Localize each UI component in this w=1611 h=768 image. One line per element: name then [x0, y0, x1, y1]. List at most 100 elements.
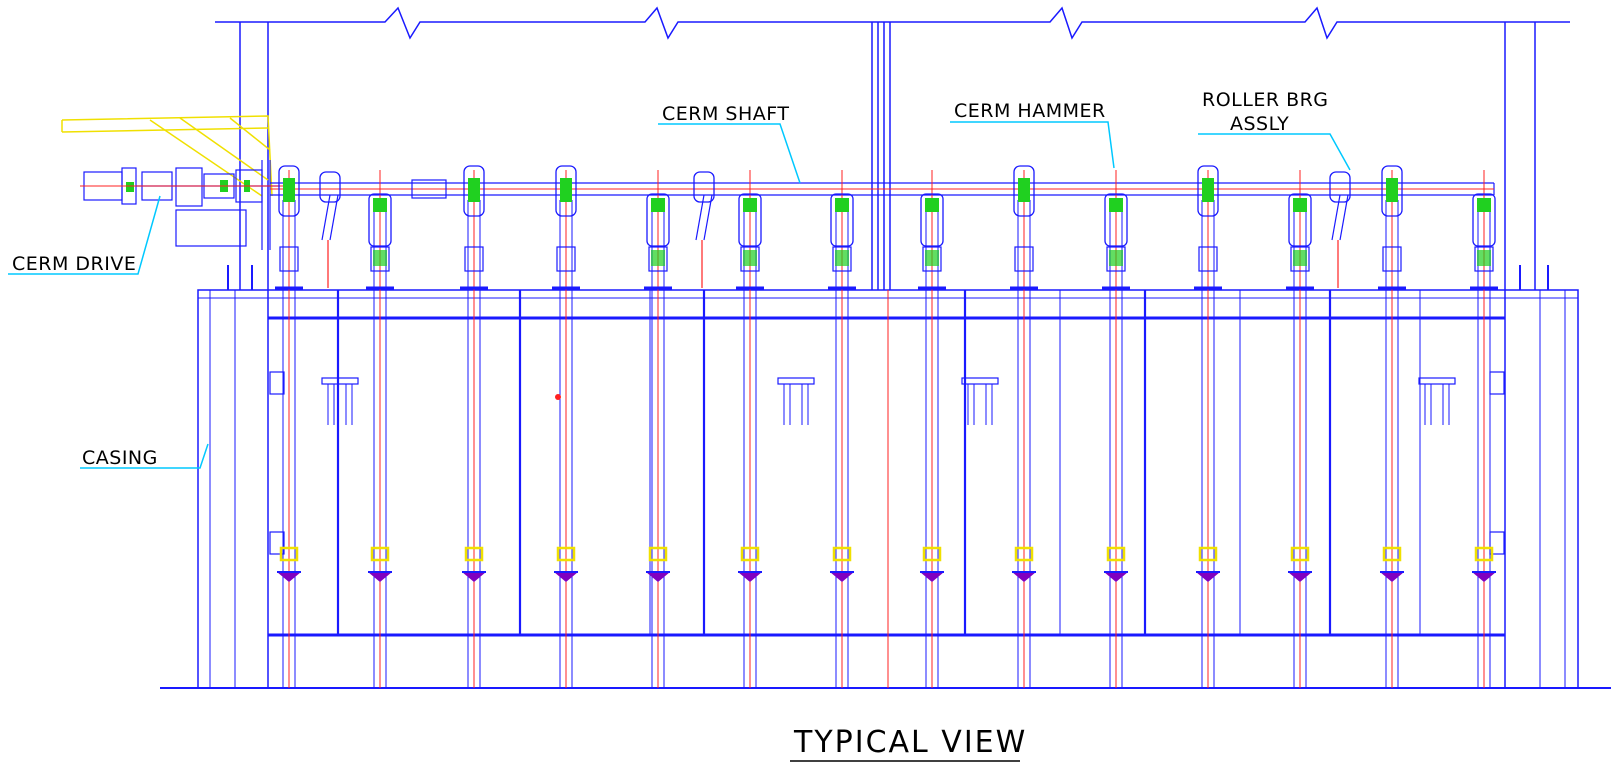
- label-cerm-drive: CERM DRIVE: [12, 253, 136, 275]
- roller-bearing-housing: [693, 171, 715, 203]
- rod-lower-support: [556, 546, 576, 562]
- rod-tip: [462, 572, 486, 582]
- rod-tip: [1196, 572, 1220, 582]
- casing-partitions: [336, 290, 1421, 635]
- label-roller-brg-line2: ASSLY: [1230, 113, 1289, 135]
- hammer-bearing: [1293, 198, 1307, 212]
- hammer-body: [1288, 193, 1312, 247]
- hammer-bearing-lower: [373, 250, 387, 266]
- rod-clamp: [832, 246, 852, 272]
- bearing-arm: [1339, 194, 1349, 241]
- label-cerm-hammer: CERM HAMMER: [954, 100, 1106, 122]
- rod-lower-support: [832, 546, 852, 562]
- rod-lower-support: [464, 546, 484, 562]
- roller-bearing-housing: [319, 171, 341, 203]
- hammer-bearing: [283, 178, 295, 202]
- hammer-bearing-lower: [743, 250, 757, 266]
- hammer-bearing: [468, 178, 480, 202]
- rod-clamp: [1382, 246, 1402, 272]
- hammer-body: [920, 193, 944, 247]
- hammer-bearing: [1018, 178, 1030, 202]
- top-break-line: [215, 6, 1570, 40]
- rod-tip: [554, 572, 578, 582]
- rod-clamp: [922, 246, 942, 272]
- hammer-body: [1104, 193, 1128, 247]
- rod-tip: [738, 572, 762, 582]
- rod-clamp: [1290, 246, 1310, 272]
- hammer-bearing: [835, 198, 849, 212]
- rod-clamp: [648, 246, 668, 272]
- rod-tip: [920, 572, 944, 582]
- bearing-arm: [703, 194, 713, 241]
- rod-tip: [368, 572, 392, 582]
- hammer-body: [1013, 165, 1035, 217]
- rod-lower-support: [922, 546, 942, 562]
- hammer-bearing: [1109, 198, 1123, 212]
- hammer-body: [1381, 165, 1403, 217]
- rod-clamp: [1474, 246, 1494, 272]
- rod-lower-support: [740, 546, 760, 562]
- hammer-body: [738, 193, 762, 247]
- rod-tip: [277, 572, 301, 582]
- rod-lower-support: [1382, 546, 1402, 562]
- hammer-body: [646, 193, 670, 247]
- cerm-drive-assembly: [61, 115, 290, 250]
- rod-tip: [1104, 572, 1128, 582]
- hammer-bearing: [1386, 178, 1398, 202]
- rod-lower-support: [1198, 546, 1218, 562]
- roller-bearing-housing: [1329, 171, 1351, 203]
- leader-lines: [8, 121, 1351, 469]
- rod-lower-support: [1106, 546, 1126, 562]
- hammer-bearing-lower: [1293, 250, 1307, 266]
- rod-clamp: [1106, 246, 1126, 272]
- hammer-body: [555, 165, 577, 217]
- hammer-body: [1472, 193, 1496, 247]
- rod-tip: [1380, 572, 1404, 582]
- rod-clamp: [1014, 246, 1034, 272]
- rod-lower-support: [1474, 546, 1494, 562]
- hanger-head: [321, 377, 359, 385]
- casing-outline: [160, 265, 1611, 689]
- rod-lower-support: [279, 546, 299, 562]
- label-roller-brg-line1: ROLLER BRG: [1202, 89, 1329, 111]
- hanger-head: [1418, 377, 1456, 385]
- rod-clamp: [279, 246, 299, 272]
- label-cerm-shaft: CERM SHAFT: [662, 103, 789, 125]
- hammer-bearing: [743, 198, 757, 212]
- hammer-bearing: [1477, 198, 1491, 212]
- rod-lower-support: [1014, 546, 1034, 562]
- rod-clamp: [556, 246, 576, 272]
- drawing-title: TYPICAL VIEW: [793, 725, 1027, 760]
- rod-lower-support: [370, 546, 390, 562]
- rod-clamp: [1198, 246, 1218, 272]
- label-casing: CASING: [82, 447, 158, 469]
- hammer-bearing: [651, 198, 665, 212]
- hammer-bearing-lower: [835, 250, 849, 266]
- marker-dot: [555, 394, 561, 400]
- rod-lower-support: [1290, 546, 1310, 562]
- hammer-bearing-lower: [1477, 250, 1491, 266]
- hammer-body: [463, 165, 485, 217]
- hammer-body: [278, 165, 300, 217]
- rod-tip: [1012, 572, 1036, 582]
- rod-tip: [646, 572, 670, 582]
- building-columns: [239, 22, 1536, 290]
- rod-clamp: [740, 246, 760, 272]
- hammer-bearing-lower: [651, 250, 665, 266]
- hammer-bearing: [925, 198, 939, 212]
- hammer-body: [830, 193, 854, 247]
- hammer-bearing: [560, 178, 572, 202]
- shaft-coupling: [411, 179, 447, 199]
- casing-hangers: [321, 377, 1456, 425]
- hanger-head: [777, 377, 815, 385]
- hammer-bearing: [1202, 178, 1214, 202]
- rod-tip: [830, 572, 854, 582]
- rod-tip: [1472, 572, 1496, 582]
- bearing-arm: [329, 194, 339, 241]
- hanger-head: [961, 377, 999, 385]
- rod-lower-support: [648, 546, 668, 562]
- rod-clamp: [370, 246, 390, 272]
- drive-motor: [83, 160, 280, 250]
- hammer-body: [1197, 165, 1219, 217]
